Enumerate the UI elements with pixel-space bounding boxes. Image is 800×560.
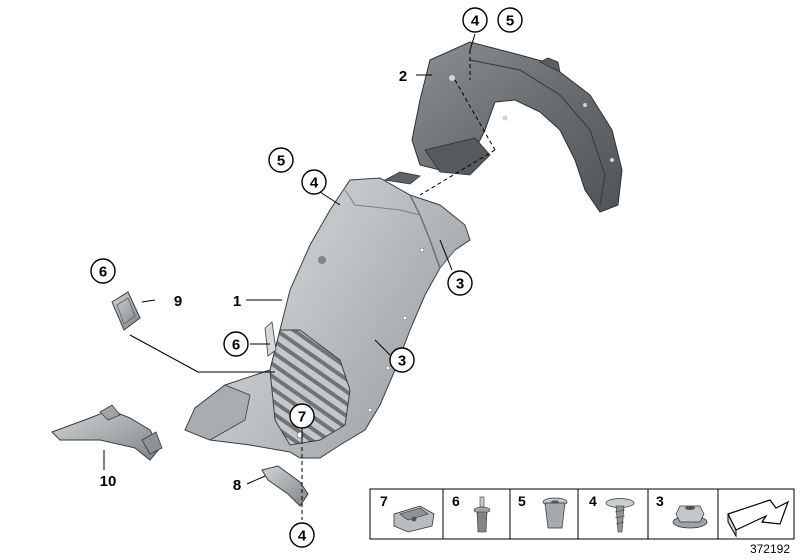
rear-wheel-arch-liner (383, 41, 623, 213)
callout-left-6: 6 (90, 258, 116, 284)
svg-text:3: 3 (398, 353, 406, 370)
svg-text:3: 3 (656, 493, 664, 509)
callout-top-5: 5 (497, 7, 523, 33)
callout-bottom-4: 4 (289, 522, 315, 548)
svg-text:4: 4 (298, 528, 307, 545)
svg-text:4: 4 (310, 175, 319, 192)
expanding-nut-icon (542, 497, 568, 529)
rivet-pin-icon (473, 496, 491, 533)
svg-text:6: 6 (452, 493, 460, 509)
front-wheel-arch-liner (184, 177, 471, 459)
legend-item-5: 5 (518, 493, 568, 529)
svg-text:7: 7 (298, 409, 306, 426)
label-part-9: 9 (174, 293, 182, 310)
svg-text:4: 4 (471, 13, 480, 30)
callout-right-3-lower: 3 (389, 347, 415, 373)
legend-item-4: 4 (589, 493, 635, 533)
bracket-part-10 (51, 404, 163, 461)
svg-text:4: 4 (589, 493, 597, 509)
diagram-reference-number: 372192 (750, 542, 790, 556)
svg-text:5: 5 (277, 153, 285, 170)
fastener-legend: 7 6 5 4 (369, 488, 795, 540)
svg-text:3: 3 (456, 276, 464, 293)
flange-nut-icon (672, 505, 708, 529)
svg-text:6: 6 (99, 264, 107, 281)
callout-mid-4: 4 (301, 169, 327, 195)
direction-arrow-icon (727, 499, 790, 538)
strip-part-8 (261, 465, 309, 507)
legend-item-7: 7 (380, 493, 435, 533)
cover-plate-part-9 (111, 291, 141, 331)
svg-text:7: 7 (380, 493, 388, 509)
label-part-1: 1 (233, 293, 241, 310)
callout-right-3-upper: 3 (447, 270, 473, 296)
speed-nut-clip-icon (393, 505, 435, 533)
callout-top-4: 4 (462, 7, 488, 33)
callout-mid-7: 7 (289, 403, 315, 429)
legend-item-arrow (727, 499, 790, 538)
svg-text:5: 5 (506, 13, 514, 30)
label-part-10: 10 (100, 473, 117, 490)
legend-item-3: 3 (656, 493, 708, 529)
tapping-screw-icon (605, 498, 635, 533)
label-part-8: 8 (233, 477, 241, 494)
callout-mid-6: 6 (223, 331, 249, 357)
svg-text:6: 6 (232, 337, 240, 354)
leader-lines (103, 33, 496, 520)
svg-text:5: 5 (518, 493, 526, 509)
callout-mid-5: 5 (268, 147, 294, 173)
label-part-2: 2 (399, 68, 407, 85)
legend-item-6: 6 (452, 493, 491, 533)
